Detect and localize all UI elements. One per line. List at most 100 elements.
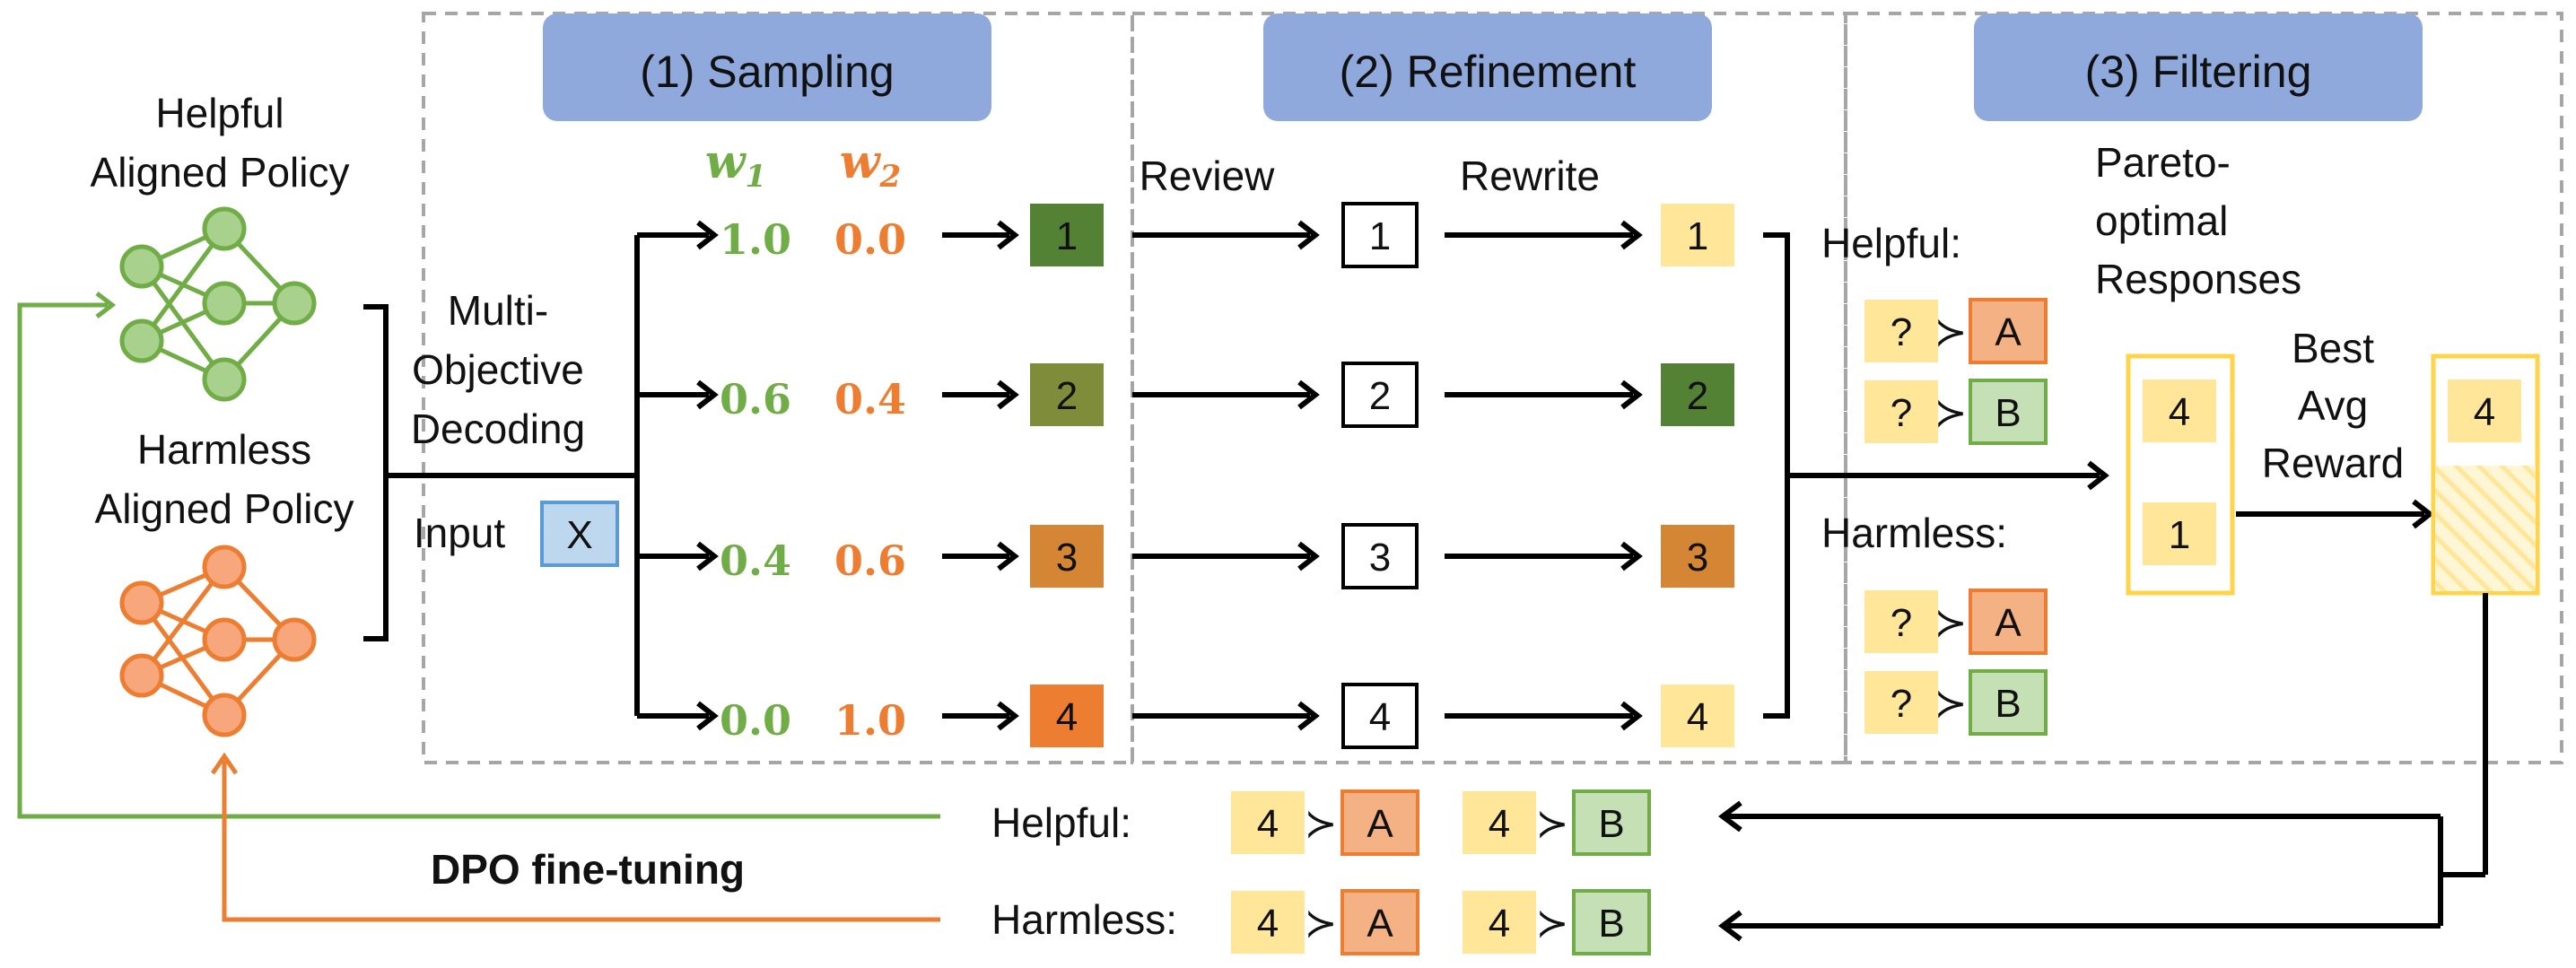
sampling-title: (1) Sampling <box>640 47 894 97</box>
refinement-panel <box>1131 12 1847 764</box>
filter-helpful-a: ? ≻ A <box>1864 298 2048 364</box>
pareto-item-1 <box>2143 379 2216 442</box>
row-2-w2: 0.4 <box>834 375 906 423</box>
filter-harmless-b-unknown: ? <box>1891 682 1912 726</box>
best-line3: Reward <box>2262 440 2405 486</box>
best-item-label: 4 <box>2474 390 2495 434</box>
row-4-w1: 0.0 <box>720 696 791 745</box>
filter-harmless-b-ref: B <box>1995 682 2021 726</box>
row-1-w1: 1.0 <box>720 215 791 264</box>
pareto-item-1-label: 4 <box>2169 390 2190 434</box>
pareto-line3: Responses <box>2095 256 2301 302</box>
pref-helpful-a: 4 ≻ A <box>1231 789 1419 856</box>
filter-helpful-a-pref: ≻ <box>1934 310 1968 354</box>
sampling-header <box>543 13 991 121</box>
filter-helpful-a-ref: A <box>1995 310 2022 354</box>
row-3-w2: 0.6 <box>834 536 906 585</box>
pref-harmless-a-ref: A <box>1367 902 1393 946</box>
best-line1: Best <box>2292 325 2374 371</box>
row-3-draft-label: 3 <box>1369 536 1391 580</box>
decoder-branches <box>399 235 640 716</box>
pref-helpful-b-pref: ≻ <box>1536 802 1569 846</box>
filter-harmless-b-pref: ≻ <box>1934 682 1968 726</box>
filter-harmless-label: Harmless: <box>1821 510 2007 556</box>
decoding-label: Multi- Objective Decoding <box>411 287 585 452</box>
helpful-network-icon <box>119 206 317 402</box>
w2-header: w2 <box>840 135 901 195</box>
best-hatch <box>2435 466 2536 591</box>
row-1-draft <box>1341 202 1419 268</box>
pareto-item-2-label: 1 <box>2169 513 2190 557</box>
filter-harmless-a-unknown: ? <box>1891 601 1912 645</box>
harmless-policy: Harmless Aligned Policy <box>95 426 354 737</box>
refined-brace <box>1763 232 2109 719</box>
row-2-refined-label: 2 <box>1687 374 1708 418</box>
pref-helpful-b-winner: 4 <box>1489 802 1510 846</box>
row-4-draft-label: 4 <box>1369 695 1391 739</box>
row-2-refined <box>1661 363 1734 426</box>
input-label: Input <box>414 510 506 556</box>
input-box <box>540 501 619 567</box>
filter-helpful-b-pref: ≻ <box>1934 391 1968 435</box>
filter-harmless-a-ref: A <box>1995 601 2022 645</box>
row-1-w2: 0.0 <box>834 215 906 264</box>
filtering-header <box>1974 13 2423 121</box>
pref-harmless-b-pref: ≻ <box>1536 902 1569 946</box>
helpful-policy: Helpful Aligned Policy <box>91 90 349 402</box>
pref-harmless-label: Harmless: <box>991 896 1177 943</box>
best-line2: Avg <box>2298 382 2368 429</box>
review-label: Review <box>1140 153 1276 199</box>
row-3: 0.4 0.6 3 3 3 <box>637 523 1734 589</box>
harmless-policy-line1: Harmless <box>137 426 311 473</box>
pref-harmless-b: 4 ≻ B <box>1463 889 1651 955</box>
filter-helpful-label: Helpful: <box>1821 220 1961 266</box>
row-1-sample-label: 1 <box>1056 214 1078 258</box>
pareto-item-2 <box>2143 502 2216 565</box>
filter-helpful-a-unknown: ? <box>1891 310 1912 354</box>
row-4-sample-label: 4 <box>1056 695 1078 739</box>
return-paths <box>1718 593 2488 942</box>
refinement-title: (2) Refinement <box>1340 47 1637 97</box>
pref-helpful-b-ref: B <box>1598 802 1624 846</box>
stage-headers: (1) Sampling (2) Refinement (3) Filterin… <box>543 13 2423 121</box>
row-2: 0.6 0.4 2 2 2 <box>637 362 1734 428</box>
filter-helpful-b-unknown: ? <box>1891 391 1912 435</box>
row-1-refined-label: 1 <box>1687 214 1708 258</box>
decoding-line2: Objective <box>412 346 584 393</box>
row-4-refined-label: 4 <box>1687 695 1708 739</box>
decoding-line3: Decoding <box>411 406 585 452</box>
best-item <box>2448 379 2521 442</box>
row-2-w1: 0.6 <box>720 375 791 423</box>
row-3-refined <box>1661 525 1734 588</box>
filter-harmless-a: ? ≻ A <box>1864 589 2048 655</box>
harmless-network-icon <box>119 545 317 737</box>
pref-helpful-a-winner: 4 <box>1257 802 1279 846</box>
row-1-draft-label: 1 <box>1369 214 1391 258</box>
row-1: 1.0 0.0 1 1 1 <box>637 202 1734 268</box>
decoding-line1: Multi- <box>448 287 548 334</box>
row-3-sample <box>1030 525 1104 588</box>
row-3-draft <box>1341 523 1419 589</box>
row-4-w2: 1.0 <box>834 696 906 745</box>
row-1-sample <box>1030 204 1104 266</box>
pref-helpful-b: 4 ≻ B <box>1463 789 1651 856</box>
filter-helpful-b-ref: B <box>1995 391 2021 435</box>
row-2-sample-label: 2 <box>1056 374 1078 418</box>
row-4-draft <box>1341 683 1419 749</box>
harmless-policy-line2: Aligned Policy <box>95 485 354 532</box>
row-4-sample <box>1030 685 1104 747</box>
filter-helpful-b: ? ≻ B <box>1864 379 2048 445</box>
row-2-draft-label: 2 <box>1369 374 1391 418</box>
input-symbol: X <box>566 513 592 557</box>
pref-harmless-b-winner: 4 <box>1489 902 1510 946</box>
row-2-sample <box>1030 363 1104 426</box>
best-arrow <box>2236 499 2434 529</box>
pref-harmless-a-pref: ≻ <box>1305 902 1338 946</box>
row-3-sample-label: 3 <box>1056 536 1078 580</box>
dpo-label: DPO fine-tuning <box>431 846 745 893</box>
row-4: 0.0 1.0 4 4 4 <box>637 683 1734 749</box>
harmless-feedback-loop <box>210 752 940 922</box>
refinement-header <box>1263 13 1712 121</box>
pref-harmless-a: 4 ≻ A <box>1231 889 1419 955</box>
filter-harmless-a-pref: ≻ <box>1934 601 1968 645</box>
